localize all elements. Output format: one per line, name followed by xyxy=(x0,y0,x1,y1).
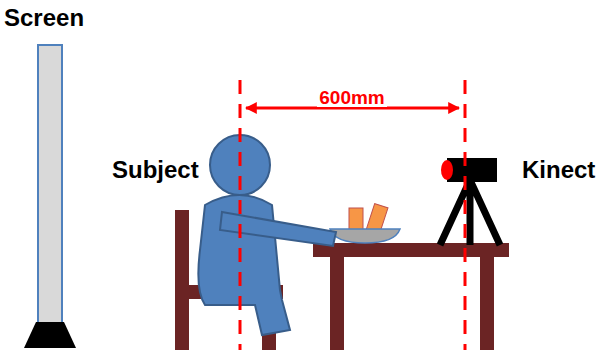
kinect-sensor xyxy=(440,158,500,245)
subject-figure xyxy=(198,135,336,335)
food xyxy=(330,204,400,243)
subject-label: Subject xyxy=(112,158,199,182)
screen-label: Screen xyxy=(4,6,84,30)
kinect-label: Kinect xyxy=(522,158,595,182)
screen-base xyxy=(24,322,76,348)
bowl xyxy=(330,229,400,243)
dimension xyxy=(240,80,465,350)
dimension-label: 600mm xyxy=(317,88,387,107)
table xyxy=(313,243,509,350)
screen-panel xyxy=(38,45,62,323)
